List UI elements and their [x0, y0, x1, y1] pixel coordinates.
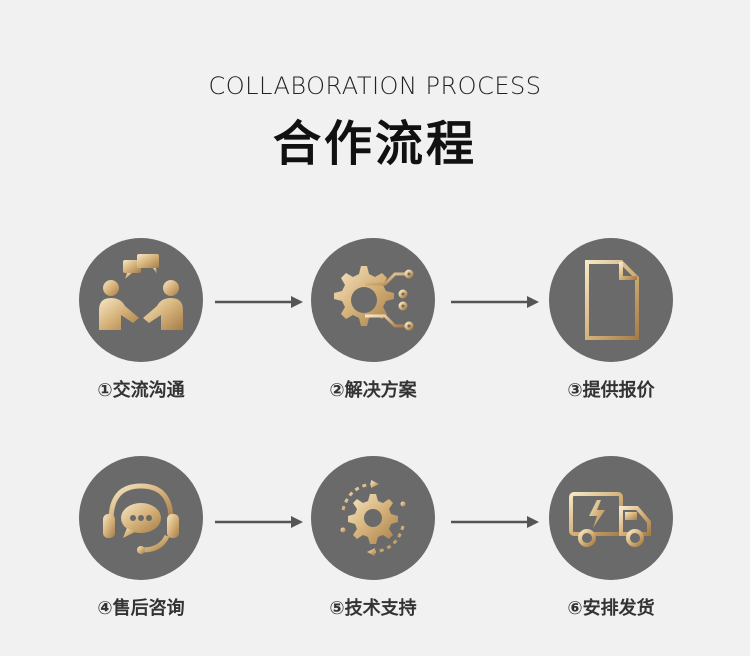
- step-quotation: ③提供报价: [521, 238, 701, 402]
- arrow-icon: [451, 516, 539, 528]
- step-label: ⑥安排发货: [567, 598, 655, 619]
- step-solution: ②解决方案: [283, 238, 463, 402]
- delivery-truck-icon: [569, 492, 651, 547]
- step-circle: [311, 238, 435, 362]
- step-label: ④售后咨询: [97, 598, 185, 619]
- page-header: COLLABORATION PROCESS 合作流程: [0, 72, 750, 174]
- arrow-icon: [215, 296, 303, 308]
- handshake-chat-icon: [99, 254, 183, 330]
- gear-cycle-icon: [340, 480, 406, 556]
- step-after-sales: ④售后咨询: [51, 456, 231, 620]
- step-circle: [549, 238, 673, 362]
- step-label: ①交流沟通: [97, 380, 185, 401]
- page-subtitle: COLLABORATION PROCESS: [208, 72, 542, 100]
- document-icon: [585, 260, 639, 340]
- step-label: ②解决方案: [329, 380, 417, 401]
- step-circle: [79, 456, 203, 580]
- step-label: ⑤技术支持: [329, 598, 417, 619]
- gear-circuit-icon: [334, 266, 414, 331]
- headset-chat-icon: [103, 483, 179, 554]
- step-label: ③提供报价: [567, 380, 655, 401]
- step-delivery: ⑥安排发货: [521, 456, 701, 620]
- page-title: 合作流程: [272, 116, 477, 172]
- step-tech-support: ⑤技术支持: [283, 456, 463, 620]
- step-circle: [549, 456, 673, 580]
- arrow-icon: [215, 516, 303, 528]
- step-circle: [79, 238, 203, 362]
- step-communication: ①交流沟通: [51, 238, 231, 402]
- arrow-icon: [451, 296, 539, 308]
- step-circle: [311, 456, 435, 580]
